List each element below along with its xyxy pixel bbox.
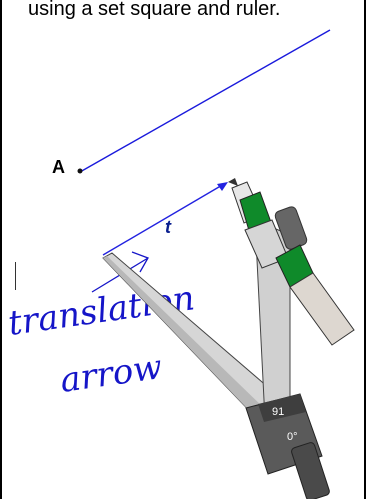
compass-readout-angle: 0° xyxy=(287,431,298,443)
compass-readout-value: 91 xyxy=(272,406,284,418)
vector-t-label: t xyxy=(165,217,171,237)
compass-pencil-holder[interactable] xyxy=(228,178,289,269)
construction-line[interactable] xyxy=(79,29,331,173)
instruction-text: using a set square and ruler. xyxy=(28,0,281,20)
handwriting-line-2: arrow xyxy=(58,347,165,401)
translation-vector-arrow[interactable] xyxy=(102,182,228,256)
compass-tool[interactable]: 91 0° xyxy=(102,178,355,499)
compass-pencil[interactable] xyxy=(289,272,355,346)
compass-handle[interactable] xyxy=(291,442,331,499)
text-cursor xyxy=(15,262,16,290)
point-a-label: A xyxy=(52,157,65,177)
point-a-marker[interactable] xyxy=(77,168,83,174)
